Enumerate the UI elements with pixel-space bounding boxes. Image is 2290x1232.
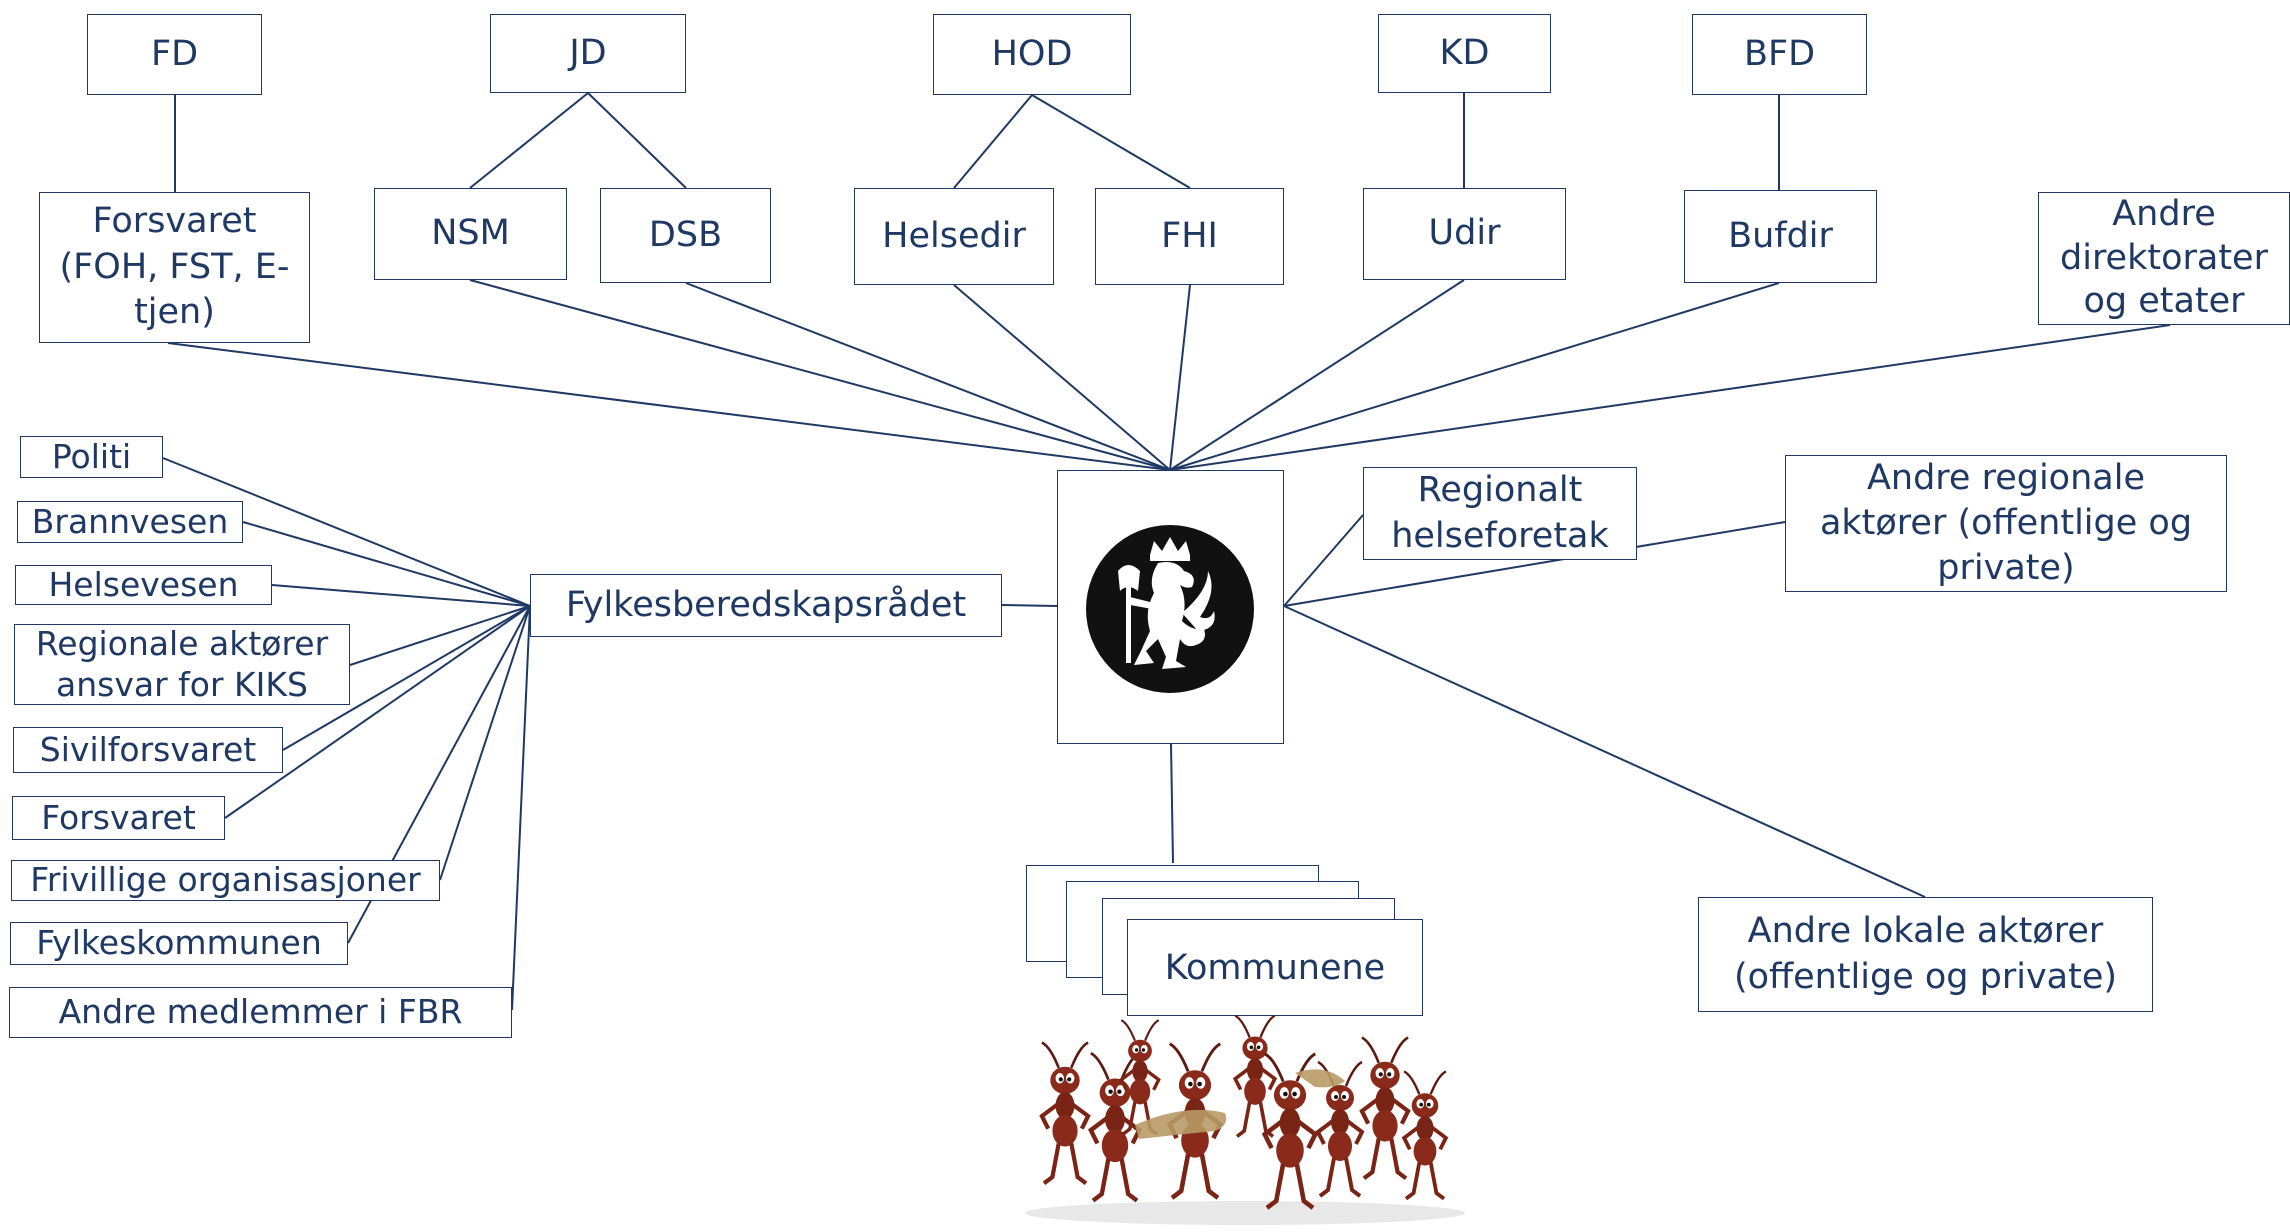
- label-kommunene: Kommunene: [1164, 948, 1386, 988]
- label-fhi: FHI: [1161, 215, 1218, 256]
- label-forsvaret-top: Forsvaret (FOH, FST, E- tjen): [59, 201, 290, 333]
- box-jd: JD: [490, 14, 686, 93]
- box-regionale-aktorer: Regionale aktører ansvar for KIKS: [14, 624, 350, 705]
- box-fylkesberedskapsradet: Fylkesberedskapsrådet: [530, 574, 1002, 637]
- label-udir: Udir: [1428, 213, 1501, 254]
- label-hod: HOD: [991, 33, 1073, 74]
- box-frivillige: Frivillige organisasjoner: [11, 860, 440, 901]
- label-kd: KD: [1439, 32, 1490, 73]
- box-regionalt-helseforetak: Regionalt helseforetak: [1363, 467, 1637, 560]
- label-andre-regionale: Andre regionale aktører (offentlige og p…: [1819, 458, 2193, 588]
- label-helsedir: Helsedir: [882, 215, 1026, 256]
- box-kd: KD: [1378, 14, 1551, 93]
- label-dsb: DSB: [648, 214, 723, 255]
- box-fylkeskommunen: Fylkeskommunen: [10, 922, 348, 965]
- box-forsvaret-member: Forsvaret: [12, 796, 225, 840]
- box-andre-medlemmer: Andre medlemmer i FBR: [9, 987, 512, 1038]
- box-bfd: BFD: [1692, 14, 1867, 95]
- box-fhi: FHI: [1095, 188, 1284, 285]
- box-bufdir: Bufdir: [1684, 190, 1877, 283]
- box-forsvaret-top: Forsvaret (FOH, FST, E- tjen): [39, 192, 310, 343]
- label-regionale-aktorer: Regionale aktører ansvar for KIKS: [35, 624, 329, 704]
- label-fylkeskommunen: Fylkeskommunen: [36, 923, 322, 963]
- box-andre-regionale: Andre regionale aktører (offentlige og p…: [1785, 455, 2227, 592]
- box-andre-direktorater: Andre direktorater og etater: [2038, 192, 2290, 325]
- label-fylkesberedskapsradet: Fylkesberedskapsrådet: [565, 584, 967, 625]
- label-bufdir: Bufdir: [1728, 215, 1833, 256]
- box-brannvesen: Brannvesen: [17, 501, 243, 543]
- box-dsb: DSB: [600, 188, 771, 283]
- box-udir: Udir: [1363, 188, 1566, 280]
- label-regionalt-helseforetak: Regionalt helseforetak: [1391, 470, 1609, 556]
- box-helsedir: Helsedir: [854, 188, 1054, 285]
- label-andre-medlemmer: Andre medlemmer i FBR: [58, 992, 463, 1032]
- box-sivilforsvaret: Sivilforsvaret: [13, 727, 283, 773]
- box-hod: HOD: [933, 14, 1131, 95]
- label-frivillige: Frivillige organisasjoner: [30, 860, 421, 900]
- emblem-box: [1057, 470, 1284, 744]
- label-fd: FD: [150, 33, 199, 74]
- label-andre-lokale: Andre lokale aktører (offentlige og priv…: [1733, 911, 2118, 997]
- box-nsm: NSM: [374, 188, 567, 280]
- ants-illustration: [1025, 1013, 1465, 1225]
- label-jd: JD: [569, 32, 607, 73]
- box-andre-lokale: Andre lokale aktører (offentlige og priv…: [1698, 897, 2153, 1012]
- label-andre-direktorater: Andre direktorater og etater: [2060, 193, 2268, 322]
- label-forsvaret-member: Forsvaret: [41, 797, 196, 837]
- box-helsevesen: Helsevesen: [15, 565, 272, 605]
- label-nsm: NSM: [431, 213, 510, 254]
- label-brannvesen: Brannvesen: [31, 501, 229, 541]
- box-fd: FD: [87, 14, 262, 95]
- label-sivilforsvaret: Sivilforsvaret: [39, 729, 257, 769]
- label-bfd: BFD: [1743, 33, 1816, 74]
- box-politi: Politi: [20, 436, 163, 478]
- box-kommunene: Kommunene: [1127, 919, 1423, 1016]
- coat-of-arms-icon: [1086, 525, 1254, 693]
- label-politi: Politi: [51, 436, 132, 476]
- label-helsevesen: Helsevesen: [48, 564, 239, 604]
